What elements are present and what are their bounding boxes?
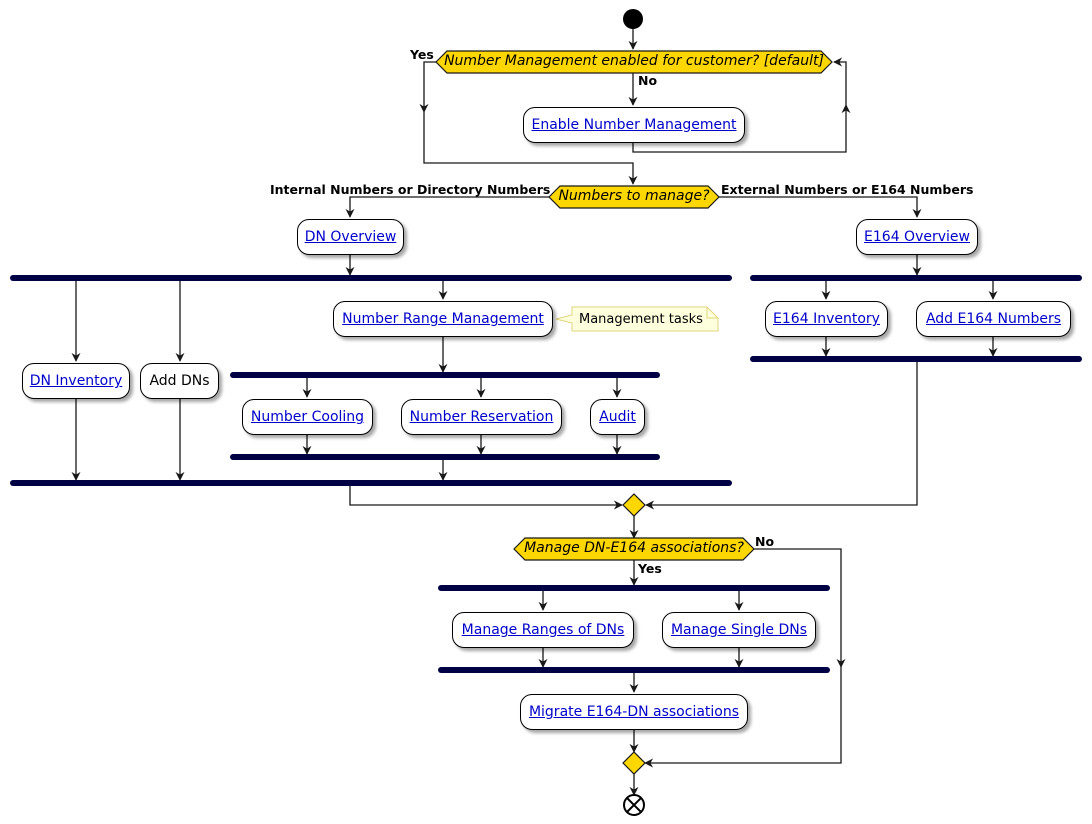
fork-bar-range-tasks — [230, 372, 660, 378]
note-management-tasks: Management tasks — [579, 312, 703, 327]
note-fold — [706, 307, 718, 319]
branch-label-no: No — [638, 73, 658, 88]
edge-yes-branch — [419, 61, 436, 113]
add-dns-node: Add DNs — [140, 363, 219, 399]
enable-number-management-node[interactable]: Enable Number Management — [523, 107, 745, 143]
branch-label-internal-numbers: Internal Numbers or Directory Numbers — [270, 182, 551, 197]
fork-bar-e164 — [750, 275, 1082, 281]
decision-manage-associations-shape — [513, 537, 755, 561]
edge-loop-up — [632, 104, 851, 153]
end-node-icon — [623, 794, 645, 816]
edge-to-dn-overview — [345, 196, 549, 218]
e164-inventory-node[interactable]: E164 Inventory — [765, 301, 888, 337]
number-reservation-node[interactable]: Number Reservation — [401, 399, 562, 435]
decision-nm-enabled-shape — [435, 50, 833, 74]
branch-label-assoc-no: No — [755, 534, 775, 549]
manage-single-dns-node[interactable]: Manage Single DNs — [662, 612, 816, 648]
branch-label-yes: Yes — [410, 47, 434, 62]
edge-assoc-no-merge — [644, 667, 842, 768]
decision-numbers-to-manage-shape — [548, 185, 720, 209]
decision-numbers-to-manage-text: Numbers to manage? — [558, 188, 710, 204]
edge-loop-back — [833, 57, 847, 105]
join-bar-dn — [10, 480, 732, 486]
migrate-e164-dn-associations-node[interactable]: Migrate E164-DN associations — [520, 694, 748, 730]
note-shape — [555, 306, 719, 332]
join-bar-e164 — [750, 356, 1082, 362]
join-bar-associations — [438, 667, 830, 673]
branch-label-assoc-yes: Yes — [638, 561, 662, 576]
start-node-icon — [623, 9, 643, 29]
number-range-management-node[interactable]: Number Range Management — [333, 301, 553, 337]
merge-diamond-2 — [622, 751, 646, 775]
number-cooling-node[interactable]: Number Cooling — [242, 399, 373, 435]
e164-overview-node[interactable]: E164 Overview — [856, 219, 978, 255]
dn-overview-node[interactable]: DN Overview — [297, 219, 404, 255]
branch-label-external-numbers: External Numbers or E164 Numbers — [721, 182, 974, 197]
edge-e164-join-to-merge — [645, 362, 918, 510]
edge-yes-merge — [423, 112, 638, 185]
decision-nm-enabled-text: Number Management enabled for customer? … — [444, 53, 824, 69]
manage-ranges-of-dns-node[interactable]: Manage Ranges of DNs — [452, 612, 634, 648]
dn-inventory-node[interactable]: DN Inventory — [22, 363, 130, 399]
edge-to-e164-overview — [719, 196, 922, 218]
fork-bar-dn — [10, 275, 732, 281]
decision-manage-associations-text: Manage DN-E164 associations? — [524, 540, 744, 556]
merge-diamond-1 — [622, 493, 646, 517]
add-e164-numbers-node[interactable]: Add E164 Numbers — [916, 301, 1071, 337]
fork-bar-associations — [438, 585, 830, 591]
audit-node[interactable]: Audit — [590, 399, 645, 435]
edge-dn-join-to-merge — [349, 486, 623, 510]
edge-assoc-no — [754, 548, 846, 668]
join-bar-range-tasks — [230, 454, 660, 460]
